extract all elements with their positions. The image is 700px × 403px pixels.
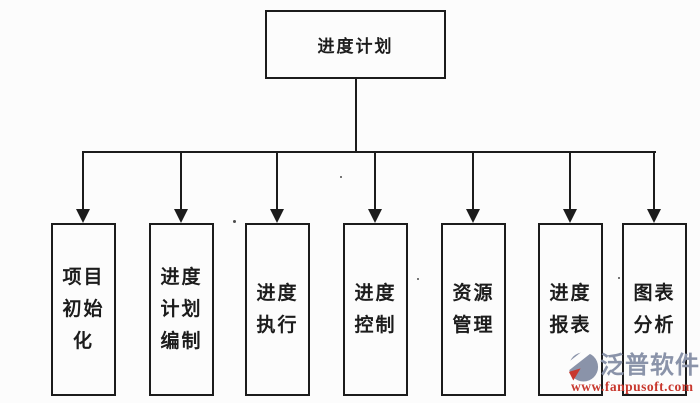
arrow-down-icon: [647, 209, 661, 223]
connector-drop-4: [374, 151, 376, 211]
node-label: 进度 报表: [549, 282, 592, 336]
arrow-down-icon: [76, 209, 90, 223]
node-chart-analysis: 图表 分析: [622, 223, 687, 396]
scan-artifact-dot: [417, 278, 419, 280]
arrow-down-icon: [270, 209, 284, 223]
watermark-brand-row: 泛普软件: [567, 348, 700, 384]
connector-drop-7: [653, 151, 655, 211]
watermark: 泛普软件 www.fanpusoft.com: [567, 348, 700, 394]
connector-drop-2: [180, 151, 182, 211]
node-resource-management: 资源 管理: [441, 223, 506, 396]
connector-drop-3: [276, 151, 278, 211]
arrow-down-icon: [368, 209, 382, 223]
node-schedule-plan-compilation: 进度 计划 编制: [149, 223, 214, 396]
node-schedule-report: 进度 报表: [538, 223, 603, 396]
node-project-initialization: 项目 初始 化: [51, 223, 116, 396]
connector-bus: [82, 151, 656, 153]
node-label: 图表 分析: [633, 282, 676, 336]
fanpu-logo-icon: [567, 348, 599, 382]
node-label: 资源 管理: [452, 282, 495, 336]
arrow-down-icon: [174, 209, 188, 223]
node-label: 项目 初始 化: [62, 266, 105, 352]
node-schedule-execution: 进度 执行: [245, 223, 310, 396]
node-label: 进度 计划 编制: [160, 266, 203, 352]
arrow-down-icon: [466, 209, 480, 223]
node-label: 进度 执行: [256, 282, 299, 336]
scan-artifact-dot: [618, 277, 620, 279]
watermark-brand-text: 泛普软件: [600, 353, 700, 379]
watermark-url-text: www.fanpusoft.com: [571, 379, 694, 394]
connector-drop-1: [82, 151, 84, 211]
node-schedule-control: 进度 控制: [343, 223, 408, 396]
connector-drop-6: [569, 151, 571, 211]
node-schedule-plan-label: 进度计划: [317, 37, 394, 56]
scan-artifact-dot: [340, 176, 342, 178]
connector-drop-5: [472, 151, 474, 211]
node-schedule-plan: 进度计划: [265, 10, 446, 79]
node-label: 进度 控制: [354, 282, 397, 336]
arrow-down-icon: [563, 209, 577, 223]
scan-artifact-dot: [233, 220, 236, 223]
connector-stem: [355, 78, 357, 152]
